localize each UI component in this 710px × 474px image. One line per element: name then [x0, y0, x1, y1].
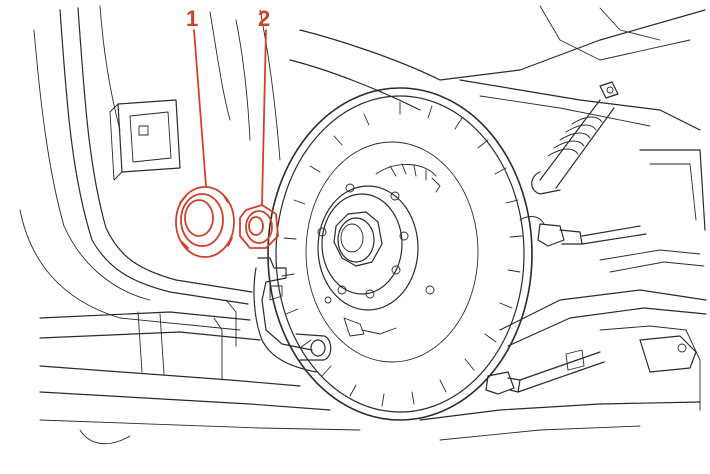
wheel-hub	[317, 163, 441, 337]
fender-pad	[109, 99, 181, 181]
callout-1-label: 1	[186, 6, 198, 31]
wheel-arch	[19, 5, 281, 331]
lower-sill	[39, 311, 701, 445]
hub-nut	[239, 204, 279, 249]
suspension-spring	[531, 81, 619, 195]
lower-arm-bolt	[485, 349, 605, 395]
callout-2: 2	[258, 6, 270, 206]
caliper-bracket	[213, 257, 332, 381]
hub-cap-ring	[175, 186, 235, 258]
lower-control-arm	[499, 249, 707, 411]
callout-1: 1	[186, 6, 207, 187]
body-structure	[289, 5, 706, 231]
upper-arm-bolt	[519, 216, 647, 247]
brake-rotor	[267, 87, 533, 421]
callout-2-label: 2	[258, 6, 270, 31]
